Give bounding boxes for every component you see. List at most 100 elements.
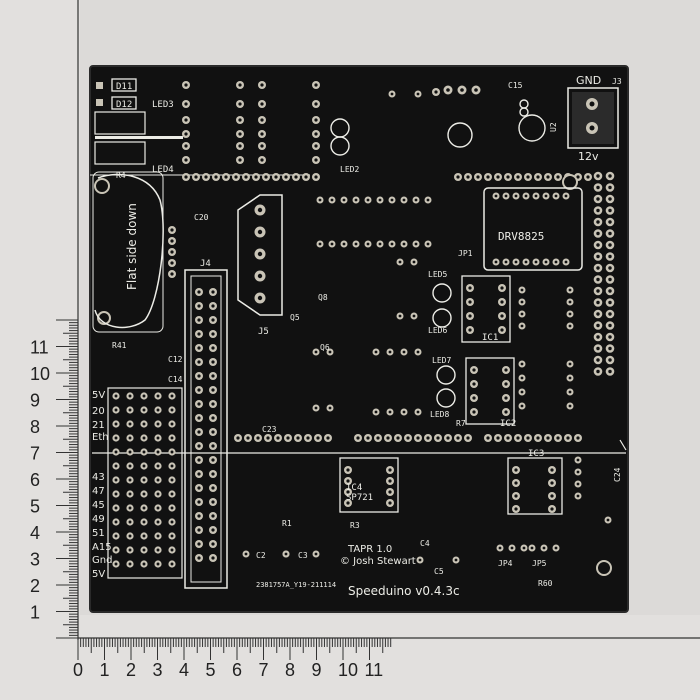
pad-hole	[486, 175, 490, 179]
pad-hole	[114, 408, 118, 412]
pad-hole	[238, 118, 242, 122]
ruler-x-number: 10	[338, 660, 358, 680]
pad-hole	[520, 404, 524, 408]
pad-hole	[500, 314, 504, 318]
pad-hole	[520, 362, 524, 366]
ruler-x-number: 5	[206, 660, 216, 680]
pad-hole	[554, 546, 558, 550]
svg-text:R60: R60	[538, 579, 553, 588]
pad-hole	[510, 546, 514, 550]
pad-hole	[197, 304, 201, 308]
pad-hole	[170, 562, 174, 566]
pad-hole	[156, 394, 160, 398]
pad-hole	[286, 436, 290, 440]
ruler-y-number: 8	[30, 417, 40, 437]
pad-hole	[170, 436, 174, 440]
pad-hole	[128, 478, 132, 482]
pad-hole	[142, 548, 146, 552]
pad-hole	[596, 358, 600, 362]
pad-hole	[534, 260, 538, 264]
pad-hole	[608, 254, 612, 259]
pad-hole	[554, 194, 558, 198]
pad-hole	[596, 335, 600, 339]
pad-hole	[596, 323, 600, 328]
ruler-ticks	[56, 319, 392, 660]
pad-hole	[211, 444, 215, 448]
pad-hole	[170, 272, 174, 276]
svg-text:JP4: JP4	[498, 559, 513, 568]
pad-hole	[128, 562, 132, 566]
pad-hole	[114, 562, 118, 566]
pad-hole	[170, 478, 174, 482]
pad-hole	[197, 416, 201, 420]
pad-hole	[374, 350, 378, 354]
pad-hole	[260, 102, 264, 106]
pad-hole	[284, 175, 288, 179]
pad-hole	[500, 300, 504, 304]
pad-hole	[156, 492, 160, 496]
pad-hole	[530, 546, 534, 550]
pad-hole	[596, 289, 600, 293]
left-ruler	[0, 0, 80, 700]
pad-hole	[354, 198, 358, 202]
ic1-label: IC1	[482, 333, 498, 343]
credit-author: © Josh Stewart	[340, 556, 416, 567]
pad-hole	[211, 346, 215, 350]
pad-hole	[354, 242, 358, 246]
pad-hole	[576, 470, 580, 474]
pad-hole	[520, 288, 524, 292]
pad-hole	[556, 436, 560, 440]
pad-hole	[197, 514, 201, 518]
pad-hole	[596, 266, 600, 270]
pad-hole	[296, 436, 300, 440]
pad-hole	[576, 175, 580, 179]
pad-hole	[197, 444, 201, 448]
pad-hole	[170, 239, 174, 243]
credit-tapr: TAPR 1.0	[347, 544, 392, 555]
pad-hole	[184, 158, 188, 162]
pad-hole	[390, 198, 394, 202]
pad-hole	[236, 436, 240, 440]
svg-text:U2: U2	[549, 122, 558, 132]
pad-hole	[314, 552, 318, 556]
pad-hole	[414, 198, 418, 202]
pad-hole	[456, 175, 460, 179]
pad-hole	[608, 220, 612, 224]
pad-hole	[211, 486, 215, 490]
pad-hole	[274, 175, 278, 179]
pad-hole	[514, 494, 518, 498]
pad-hole	[498, 546, 502, 550]
pad-hole	[211, 458, 215, 462]
pad-hole	[416, 350, 420, 354]
prototype-grid	[107, 387, 183, 579]
pad-hole	[504, 194, 508, 198]
pad-hole	[128, 506, 132, 510]
diode-block: D11 D12 LED3 LED4 R4	[94, 78, 183, 180]
pad-hole	[586, 175, 590, 179]
pad-hole	[366, 436, 370, 440]
pad-hole	[576, 482, 580, 486]
svg-text:LED3: LED3	[152, 100, 174, 110]
pad-hole	[156, 478, 160, 482]
pad-hole	[608, 266, 612, 270]
pad-hole	[550, 494, 554, 498]
pad-hole	[526, 175, 530, 179]
pad-hole	[197, 472, 201, 476]
left-pin-label: 45	[92, 500, 105, 511]
pad-hole	[388, 468, 392, 472]
ruler-x-number: 6	[232, 660, 242, 680]
pad-hole	[156, 548, 160, 552]
pad-hole	[326, 436, 330, 440]
pad-hole	[568, 376, 572, 380]
pad-hole	[224, 175, 228, 179]
pad-hole	[211, 556, 215, 560]
pad-hole	[170, 506, 174, 510]
pad-hole	[170, 520, 174, 524]
pad-hole	[504, 396, 508, 400]
pad-hole	[568, 404, 572, 408]
pad-hole	[170, 394, 174, 398]
pad-hole	[378, 198, 382, 202]
pad-hole	[314, 144, 318, 148]
ruler-y-number: 5	[30, 497, 40, 517]
